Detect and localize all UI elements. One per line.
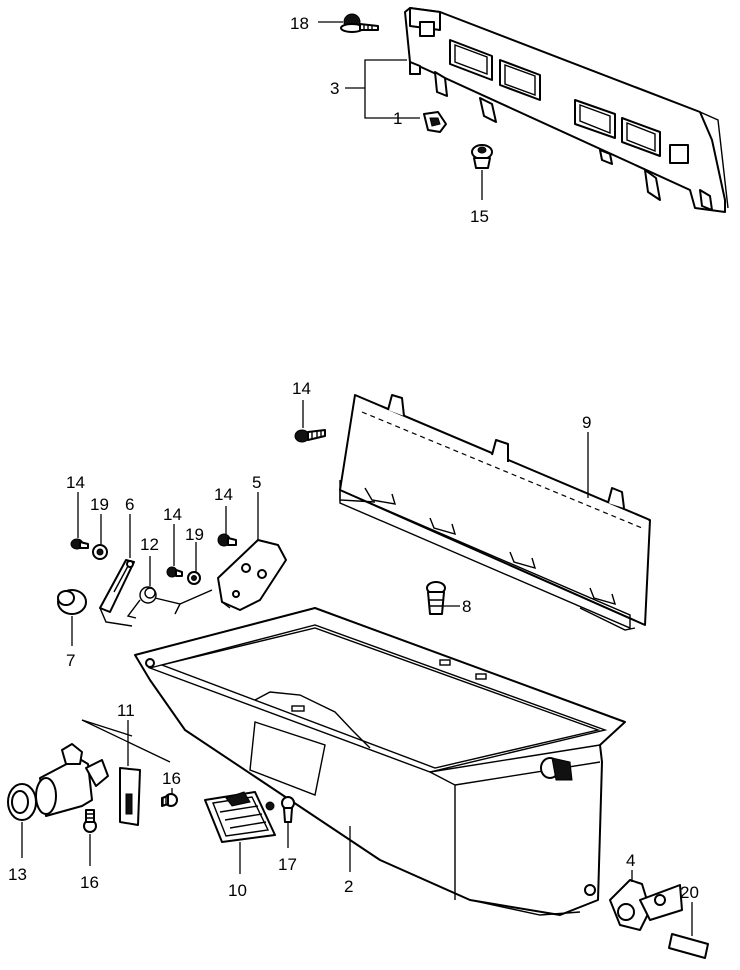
part-14-screw-c — [217, 533, 237, 547]
callout-5: 5 — [252, 473, 261, 492]
callout-17: 17 — [278, 855, 297, 874]
part-15-push-clip — [471, 144, 493, 169]
vent-slots — [449, 39, 661, 157]
callout-15: 15 — [470, 207, 489, 226]
part-20-pin — [668, 933, 709, 959]
callout-12: 12 — [140, 535, 159, 554]
callout-18: 18 — [290, 14, 309, 33]
callout-11: 11 — [117, 701, 135, 720]
part-5-latch-plate — [217, 539, 287, 611]
callout-10: 10 — [228, 881, 247, 900]
part-17-screw — [281, 796, 295, 823]
callout-14-left: 14 — [66, 473, 85, 492]
part-14-screw-lid — [294, 429, 326, 443]
callout-19-left: 19 — [90, 495, 109, 514]
part-1-clip — [423, 111, 447, 133]
callout-16-right: 16 — [162, 769, 181, 788]
callout-14-right: 14 — [214, 485, 233, 504]
part-16-screw-a — [161, 793, 178, 807]
part-19-washer-b — [187, 571, 201, 585]
callout-14-center: 14 — [163, 505, 182, 524]
leader-lines-bottom — [21, 400, 693, 936]
part-19-washer-a — [92, 544, 108, 560]
callout-2: 2 — [344, 877, 353, 896]
callout-9: 9 — [582, 413, 591, 432]
callout-16-left: 16 — [80, 873, 99, 892]
part-14-screw-b — [166, 566, 183, 578]
part-10-glove-box-light — [204, 791, 276, 843]
part-9-glove-box-lid — [339, 394, 651, 631]
bracket-tabs — [409, 61, 713, 211]
callout-6: 6 — [125, 495, 134, 514]
callout-20: 20 — [680, 883, 699, 902]
part-12-spring — [126, 586, 213, 619]
part-6-latch-rod — [99, 559, 135, 627]
callout-labels: 18 3 1 15 14 9 14 19 6 14 12 19 14 5 8 7… — [8, 14, 699, 902]
leader-lines-top — [318, 21, 483, 200]
part-8-stopper — [426, 581, 446, 615]
part-18-screw — [340, 13, 379, 33]
part-13-lock-bezel — [7, 783, 37, 821]
callout-1: 1 — [393, 109, 402, 128]
part-11-lock-cylinder — [35, 743, 141, 826]
part-4-hinge — [609, 879, 683, 931]
callout-8: 8 — [462, 597, 471, 616]
callout-14-lid: 14 — [292, 379, 311, 398]
callout-13: 13 — [8, 865, 27, 884]
part-14-screw-a — [70, 538, 89, 550]
part-2-glove-box — [134, 607, 626, 916]
callout-19-center: 19 — [185, 525, 204, 544]
part-7-knob — [57, 589, 87, 615]
callout-3: 3 — [330, 79, 339, 98]
callout-7: 7 — [66, 651, 75, 670]
callout-4: 4 — [626, 851, 635, 870]
part-16-screw-b — [83, 809, 97, 833]
part-3-dash-bracket — [404, 7, 729, 213]
leader-lines-lock — [81, 719, 171, 766]
